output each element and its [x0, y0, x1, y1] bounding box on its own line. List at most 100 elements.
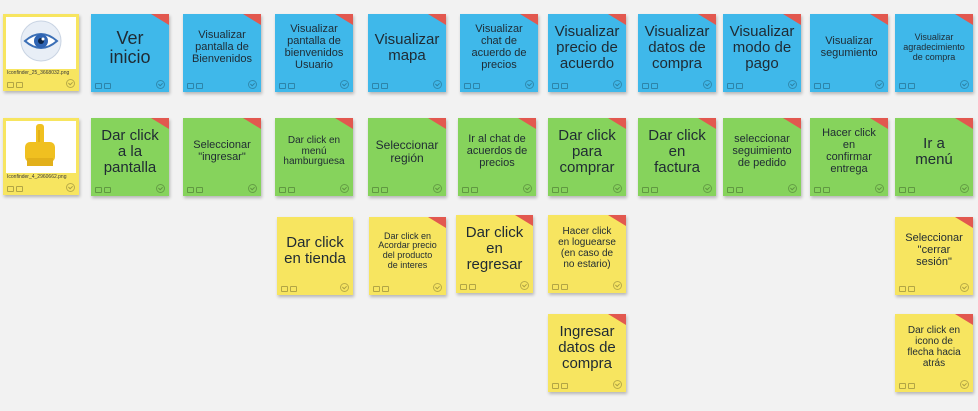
- sticky-note-blue[interactable]: Visualizar agradecimiento de compra: [895, 14, 973, 92]
- note-text: Seleccionar región: [375, 138, 439, 165]
- check-icon[interactable]: [340, 283, 349, 292]
- note-footer-icons: [464, 83, 480, 89]
- note-text: Visualizar datos de compra: [644, 22, 710, 73]
- check-icon[interactable]: [156, 80, 165, 89]
- check-icon[interactable]: [788, 80, 797, 89]
- sticky-note-green[interactable]: Dar click en factura: [638, 118, 716, 196]
- note-text: Visualizar mapa: [374, 30, 440, 64]
- sticky-note-green[interactable]: Seleccionar región: [368, 118, 446, 196]
- sticky-note-yellow[interactable]: Dar click en tienda: [277, 217, 353, 295]
- sticky-note-yellow[interactable]: Ingresar datos de compra: [548, 314, 626, 392]
- pointing-hand-icon: [19, 122, 63, 173]
- sticky-note-green[interactable]: Dar click para comprar: [548, 118, 626, 196]
- note-footer-icons: [899, 383, 915, 389]
- note-footer-icons: [187, 83, 203, 89]
- sticky-note-blue[interactable]: Visualizar mapa: [368, 14, 446, 92]
- check-icon[interactable]: [788, 184, 797, 193]
- note-text: Dar click en icono de flecha hacia atrás: [907, 325, 961, 369]
- new-tag-icon: [147, 118, 169, 129]
- sticky-note-blue[interactable]: Ver inicio: [91, 14, 169, 92]
- new-tag-icon: [514, 118, 536, 129]
- new-tag-icon: [424, 118, 446, 129]
- sticky-note-blue[interactable]: Visualizar segumiento: [810, 14, 888, 92]
- note-text: Dar click en Acordar precio del producto…: [378, 230, 437, 270]
- check-icon[interactable]: [960, 184, 969, 193]
- sticky-note-green[interactable]: seleccionar seguimiento de pedido: [723, 118, 801, 196]
- check-icon[interactable]: [523, 184, 532, 193]
- new-tag-icon: [779, 14, 801, 25]
- check-icon[interactable]: [66, 183, 75, 192]
- image-frame: [6, 121, 76, 173]
- check-icon[interactable]: [613, 380, 622, 389]
- sticky-note-yellow[interactable]: Seleccionar "cerrar sesión": [895, 217, 973, 295]
- check-icon[interactable]: [520, 281, 529, 290]
- check-icon[interactable]: [960, 380, 969, 389]
- image-caption: Iconfinder_4_2960662.png: [7, 174, 67, 180]
- sticky-note-blue[interactable]: Visualizar precio de acuerdo: [548, 14, 626, 92]
- note-text: Ir a menú: [915, 134, 953, 168]
- check-icon[interactable]: [156, 184, 165, 193]
- note-text: Visualizar agradecimiento de compra: [903, 32, 965, 62]
- sticky-note-blue[interactable]: Visualizar pantalla de Bienvenidos: [183, 14, 261, 92]
- sticky-note-blue[interactable]: Visualizar chat de acuerdo de precios: [460, 14, 538, 92]
- new-tag-icon: [779, 118, 801, 129]
- sticky-note-green[interactable]: Ir al chat de acuerdos de precios: [458, 118, 536, 196]
- note-text: Hacer click en loguearse (en caso de no …: [558, 226, 616, 270]
- note-footer-icons: [642, 83, 658, 89]
- image-card-eye[interactable]: Iconfinder_25_3668032.png: [3, 14, 79, 91]
- sticky-note-blue[interactable]: Visualizar pantalla de bienvenidos Usuar…: [275, 14, 353, 92]
- new-tag-icon: [604, 215, 626, 226]
- new-tag-icon: [866, 14, 888, 25]
- image-card-hand[interactable]: Iconfinder_4_2960662.png: [3, 118, 79, 195]
- note-footer-icons: [899, 83, 915, 89]
- check-icon[interactable]: [433, 283, 442, 292]
- new-tag-icon: [604, 118, 626, 129]
- sticky-note-blue[interactable]: Visualizar datos de compra: [638, 14, 716, 92]
- sticky-note-yellow[interactable]: Dar click en icono de flecha hacia atrás: [895, 314, 973, 392]
- new-tag-icon: [331, 14, 353, 25]
- new-tag-icon: [604, 314, 626, 325]
- check-icon[interactable]: [525, 80, 534, 89]
- check-icon[interactable]: [960, 80, 969, 89]
- check-icon[interactable]: [703, 80, 712, 89]
- image-frame: [6, 17, 76, 69]
- check-icon[interactable]: [875, 184, 884, 193]
- note-footer-icons: [899, 286, 915, 292]
- note-text: Hacer click en confirmar entrega: [822, 127, 876, 175]
- new-tag-icon: [951, 217, 973, 228]
- sticky-note-green[interactable]: Hacer click en confirmar entrega: [810, 118, 888, 196]
- sticky-note-green[interactable]: Ir a menú: [895, 118, 973, 196]
- sticky-note-blue[interactable]: Visualizar modo de pago: [723, 14, 801, 92]
- note-text: Visualizar pantalla de bienvenidos Usuar…: [284, 23, 344, 71]
- note-text: Ir al chat de acuerdos de precios: [466, 133, 528, 169]
- check-icon[interactable]: [613, 80, 622, 89]
- sticky-note-green[interactable]: Dar click a la pantalla: [91, 118, 169, 196]
- sticky-note-yellow[interactable]: Hacer click en loguearse (en caso de no …: [548, 215, 626, 293]
- sticky-note-green[interactable]: Dar click en menú hamburguesa: [275, 118, 353, 196]
- check-icon[interactable]: [875, 80, 884, 89]
- check-icon[interactable]: [960, 283, 969, 292]
- check-icon[interactable]: [433, 184, 442, 193]
- check-icon[interactable]: [248, 80, 257, 89]
- note-footer-icons: [899, 187, 915, 193]
- check-icon[interactable]: [613, 184, 622, 193]
- note-footer-icons: [727, 83, 743, 89]
- note-footer-icons: [7, 186, 23, 192]
- new-tag-icon: [951, 14, 973, 25]
- sticky-note-yellow[interactable]: Dar click en Acordar precio del producto…: [369, 217, 446, 295]
- check-icon[interactable]: [433, 80, 442, 89]
- check-icon[interactable]: [703, 184, 712, 193]
- note-footer-icons: [552, 284, 568, 290]
- sticky-note-green[interactable]: Seleccionar "ingresar": [183, 118, 261, 196]
- new-tag-icon: [511, 215, 533, 226]
- new-tag-icon: [951, 118, 973, 129]
- check-icon[interactable]: [66, 79, 75, 88]
- check-icon[interactable]: [248, 184, 257, 193]
- check-icon[interactable]: [613, 281, 622, 290]
- check-icon[interactable]: [340, 80, 349, 89]
- image-caption: Iconfinder_25_3668032.png: [7, 70, 70, 76]
- note-text: Seleccionar "ingresar": [193, 139, 251, 163]
- new-tag-icon: [331, 118, 353, 129]
- check-icon[interactable]: [340, 184, 349, 193]
- sticky-note-yellow[interactable]: Dar click en regresar: [456, 215, 533, 293]
